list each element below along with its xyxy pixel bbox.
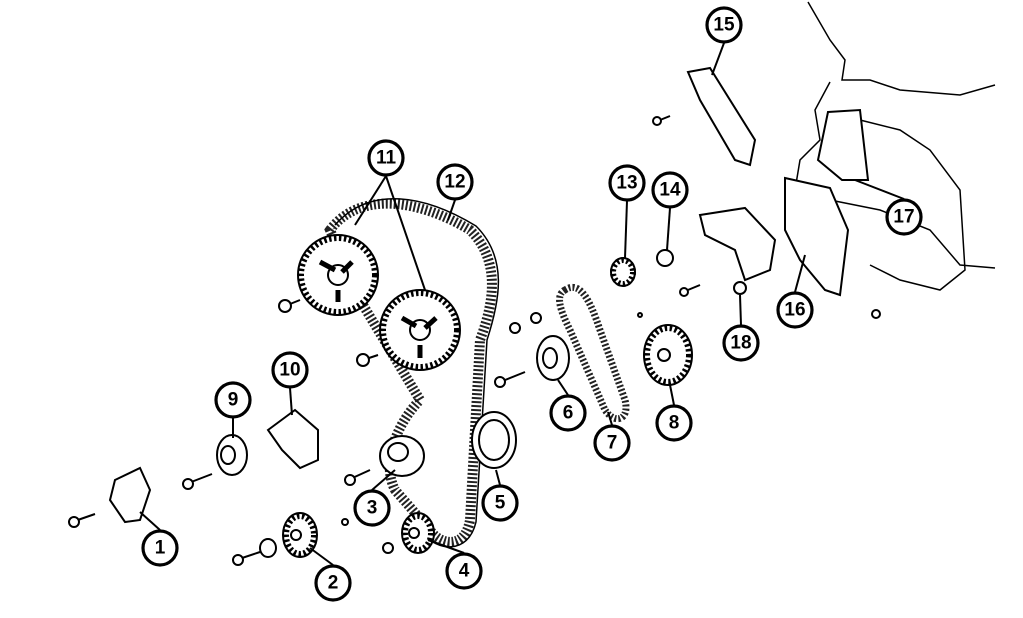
tensioner-pulley: [216, 434, 248, 476]
svg-text:6: 6: [563, 403, 574, 424]
callout-14: 14: [651, 171, 689, 209]
idler-pulley: [379, 435, 425, 477]
camshaft-pulley-right: [379, 289, 461, 371]
svg-text:2: 2: [328, 573, 339, 594]
svg-text:11: 11: [376, 148, 397, 169]
engine-support-bracket: [698, 206, 777, 282]
svg-text:12: 12: [444, 172, 465, 193]
callout-1: 1: [141, 529, 179, 567]
svg-text:1: 1: [155, 538, 166, 559]
svg-text:9: 9: [228, 390, 239, 411]
svg-text:17: 17: [893, 207, 914, 228]
oil-pump-sprocket: [643, 324, 693, 386]
bolts: [68, 115, 881, 566]
callout-5: 5: [481, 484, 519, 522]
spacer: [656, 249, 674, 267]
svg-text:13: 13: [616, 173, 637, 194]
svg-text:4: 4: [459, 561, 470, 582]
tensioner-bracket: [108, 466, 152, 524]
svg-text:15: 15: [713, 15, 735, 36]
callout-12: 12: [436, 163, 474, 201]
callout-6: 6: [549, 394, 587, 432]
balancer-pulley: [530, 312, 570, 381]
svg-text:7: 7: [607, 433, 618, 454]
callout-7: 7: [593, 424, 631, 462]
callout-8: 8: [655, 404, 693, 442]
callout-16: 16: [776, 291, 814, 329]
callout-11: 11: [367, 139, 405, 177]
svg-text:5: 5: [495, 493, 506, 514]
callout-13: 13: [608, 164, 646, 202]
callout-9: 9: [214, 381, 252, 419]
leader-lines: [139, 42, 905, 566]
callout-18: 18: [722, 324, 760, 362]
svg-text:8: 8: [669, 413, 680, 434]
svg-text:10: 10: [279, 360, 300, 381]
svg-text:3: 3: [367, 498, 378, 519]
camshaft-pulley-left: [297, 234, 379, 316]
svg-text:14: 14: [659, 180, 681, 201]
callout-17: 17: [885, 198, 923, 236]
belt-cover-lower: [784, 176, 850, 297]
callout-3: 3: [353, 489, 391, 527]
callout-15: 15: [705, 6, 743, 44]
crankshaft-pulley: [401, 512, 435, 554]
balancer-sprocket: [259, 512, 318, 558]
callout-4: 4: [445, 552, 483, 590]
svg-text:16: 16: [784, 300, 805, 321]
balancer-belt: [556, 284, 630, 423]
crankshaft-plate: [471, 411, 517, 469]
small-sprocket: [610, 257, 636, 287]
callout-10: 10: [271, 351, 309, 389]
belt-cover-upper: [686, 66, 757, 167]
belt-cover-rear: [816, 108, 870, 181]
callout-2: 2: [314, 564, 352, 602]
svg-text:18: 18: [730, 333, 751, 354]
tensioner-arm: [266, 408, 319, 470]
